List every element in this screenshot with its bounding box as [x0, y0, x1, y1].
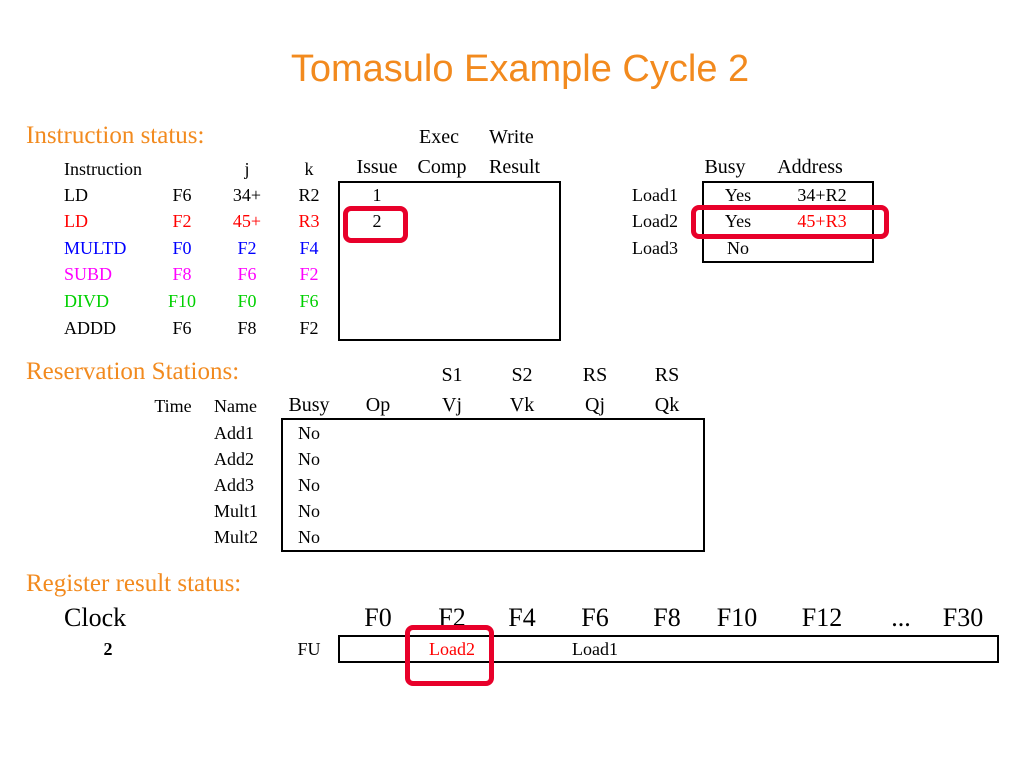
exec-comp-col-header-line1: Exec: [419, 126, 459, 148]
load-buffer-address: 34+R2: [797, 185, 847, 205]
instruction-op: LD: [64, 211, 88, 231]
issue-col-header: Issue: [356, 156, 398, 178]
time-col-header: Time: [154, 396, 192, 416]
load2-highlight: [691, 205, 889, 239]
rs-name: Add3: [214, 475, 254, 495]
rs-busy: No: [298, 475, 320, 495]
busy-col-header: Busy: [288, 394, 330, 416]
load-buffer-address: 45+R3: [797, 211, 847, 231]
instruction-dest: F6: [172, 185, 192, 205]
instruction-k: R3: [298, 211, 320, 231]
instruction-op: MULTD: [64, 238, 127, 258]
load-buffers-box: [702, 181, 874, 263]
instruction-col-header: Instruction: [64, 159, 142, 179]
f2-fu-highlight: [405, 625, 494, 686]
reservation-stations-heading: Reservation Stations:: [26, 358, 240, 385]
instruction-op: ADDD: [64, 318, 116, 338]
rs-name: Mult1: [214, 501, 259, 521]
j-col-header: j: [244, 159, 250, 179]
instruction-dest: F10: [167, 291, 197, 311]
page-title: Tomasulo Example Cycle 2: [290, 48, 750, 90]
rs-busy: No: [298, 423, 320, 443]
instruction-op: LD: [64, 185, 88, 205]
instruction-j: 45+: [232, 211, 262, 231]
fu-label: FU: [297, 639, 321, 659]
instruction-dest: F0: [172, 238, 192, 258]
load-buffer-busy: Yes: [724, 185, 752, 205]
instruction-j: 34+: [232, 185, 262, 205]
register-header: F0: [364, 603, 392, 632]
instruction-dest: F6: [172, 318, 192, 338]
k-col-header: k: [304, 159, 314, 179]
name-col-header: Name: [214, 396, 257, 416]
load-buffer-name: Load1: [632, 185, 678, 205]
instruction-op: SUBD: [64, 264, 113, 284]
clock-label: Clock: [64, 603, 127, 632]
rs-qk-col-header-line1: RS: [654, 364, 680, 386]
register-result-status-heading: Register result status:: [26, 570, 242, 597]
instruction-issue: 2: [372, 211, 382, 231]
register-fu-value: Load2: [429, 639, 475, 659]
instruction-j: F6: [237, 264, 257, 284]
load-buffer-name: Load2: [632, 211, 678, 231]
vk-col-header: Vk: [509, 394, 535, 416]
register-header: F10: [716, 603, 758, 632]
instruction-k: F6: [299, 291, 319, 311]
instruction-dest: F2: [172, 211, 192, 231]
vj-col-header: Vj: [442, 394, 462, 416]
load-buffer-name: Load3: [632, 238, 678, 258]
instruction-k: F4: [299, 238, 319, 258]
instruction-status-box: [338, 181, 561, 341]
rs-name: Mult2: [214, 527, 259, 547]
register-header: ...: [891, 603, 911, 632]
rs-name: Add2: [214, 449, 254, 469]
exec-comp-col-header-line2: Comp: [417, 156, 467, 178]
load-address-col-header: Address: [777, 156, 843, 178]
rs-name: Add1: [214, 423, 254, 443]
register-header: F8: [653, 603, 681, 632]
instruction-k: R2: [298, 185, 320, 205]
instruction-j: F0: [237, 291, 257, 311]
register-fu-box: [338, 635, 999, 663]
instruction-k: F2: [299, 318, 319, 338]
register-header: F6: [581, 603, 609, 632]
load-buffer-busy: Yes: [724, 211, 752, 231]
instruction-j: F8: [237, 318, 257, 338]
register-fu-value: Load1: [572, 639, 618, 659]
s1-col-header: S1: [441, 364, 463, 386]
load-buffer-busy: No: [727, 238, 749, 258]
instruction-op: DIVD: [64, 291, 109, 311]
instruction-dest: F8: [172, 264, 192, 284]
register-header: F4: [508, 603, 536, 632]
rs-qk-col-header-line2: Qk: [654, 394, 680, 416]
clock-value: 2: [103, 639, 113, 659]
write-result-col-header-line2: Result: [489, 156, 541, 178]
write-result-col-header-line1: Write: [489, 126, 534, 148]
register-header: F12: [801, 603, 843, 632]
reservation-stations-box: [281, 418, 705, 552]
instruction-j: F2: [237, 238, 257, 258]
rs-busy: No: [298, 527, 320, 547]
instruction-issue: 1: [372, 185, 382, 205]
instruction-k: F2: [299, 264, 319, 284]
s2-col-header: S2: [511, 364, 533, 386]
rs-busy: No: [298, 449, 320, 469]
issue-highlight: [343, 206, 408, 243]
register-header: F30: [942, 603, 984, 632]
rs-qj-col-header-line2: Qj: [585, 394, 605, 416]
rs-qj-col-header-line1: RS: [582, 364, 608, 386]
rs-busy: No: [298, 501, 320, 521]
op-col-header: Op: [365, 394, 391, 416]
load-busy-col-header: Busy: [704, 156, 746, 178]
instruction-status-heading: Instruction status:: [26, 122, 205, 149]
